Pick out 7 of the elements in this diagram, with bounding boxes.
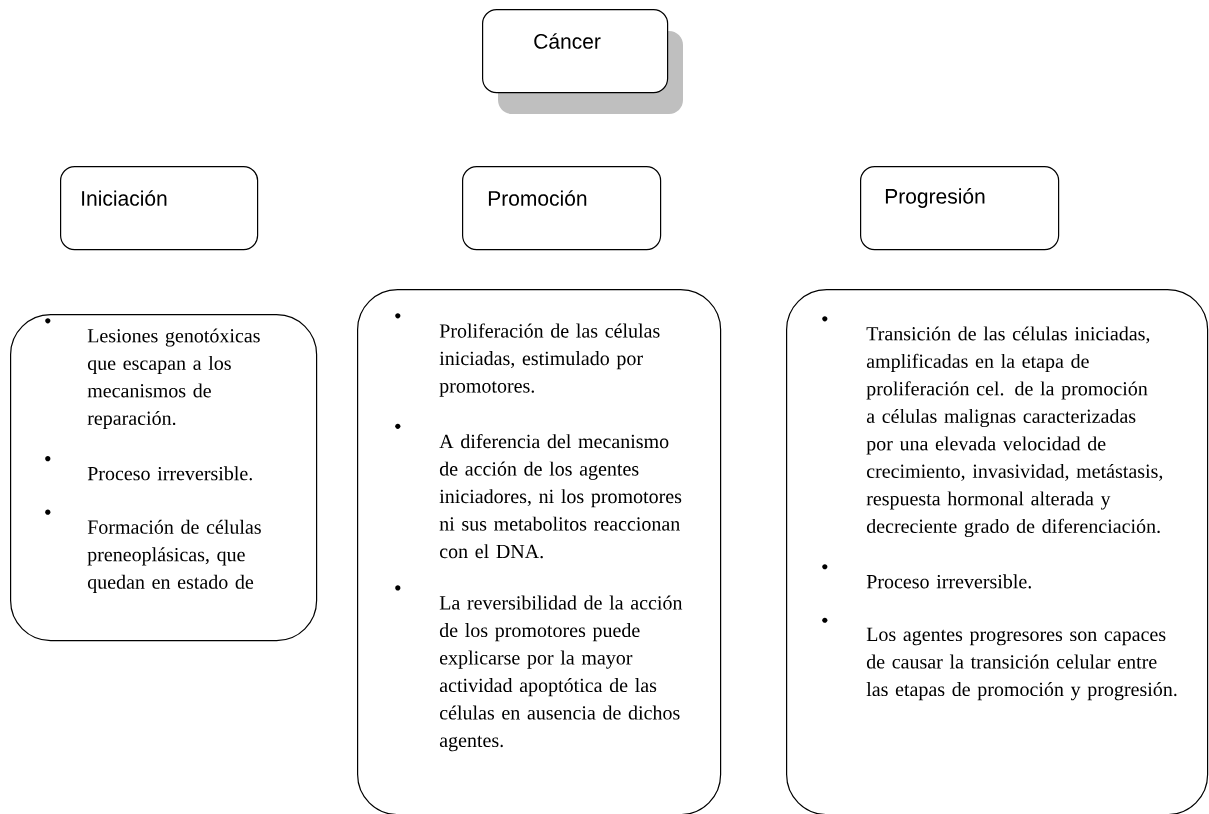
stage-box: Cáncer bbox=[482, 9, 683, 114]
stage-box: Iniciación bbox=[60, 166, 259, 251]
bullet-list-box: Transición de las células iniciadas, amplificadas en la etapa de proliferación cel. de la promoción a células malignas caracterizadas por una elevada velocidad de crecimiento, invasividad, metástasis, respuesta hormonal alterada y decreciente grado de diferenciación. Proceso irreversible. Los agentes progresores son capaces de causar la transición celular entre las etapas de promoción y progresión. bbox=[786, 289, 1209, 814]
bullet-list-box: Proliferación de las células iniciadas, estimulado por promotores. A diferencia del mecanismo de acción de los agentes iniciadores, ni los promotores ni sus metabolitos reaccionan con el DNA. La reversibilidad de la acción de los promotores puede explicarse por la mayor actividad apoptótica de las células en ausencia de dichos agentes. bbox=[357, 289, 722, 814]
bullet-list-box: Lesiones genotóxicas que escapan a los mecanismos de reparación. Proceso irreversible. Formación de células preneoplásicas, que quedan en estado de bbox=[10, 314, 318, 642]
stage-box: Progresión bbox=[860, 166, 1060, 251]
stage-box: Promoción bbox=[462, 166, 662, 251]
